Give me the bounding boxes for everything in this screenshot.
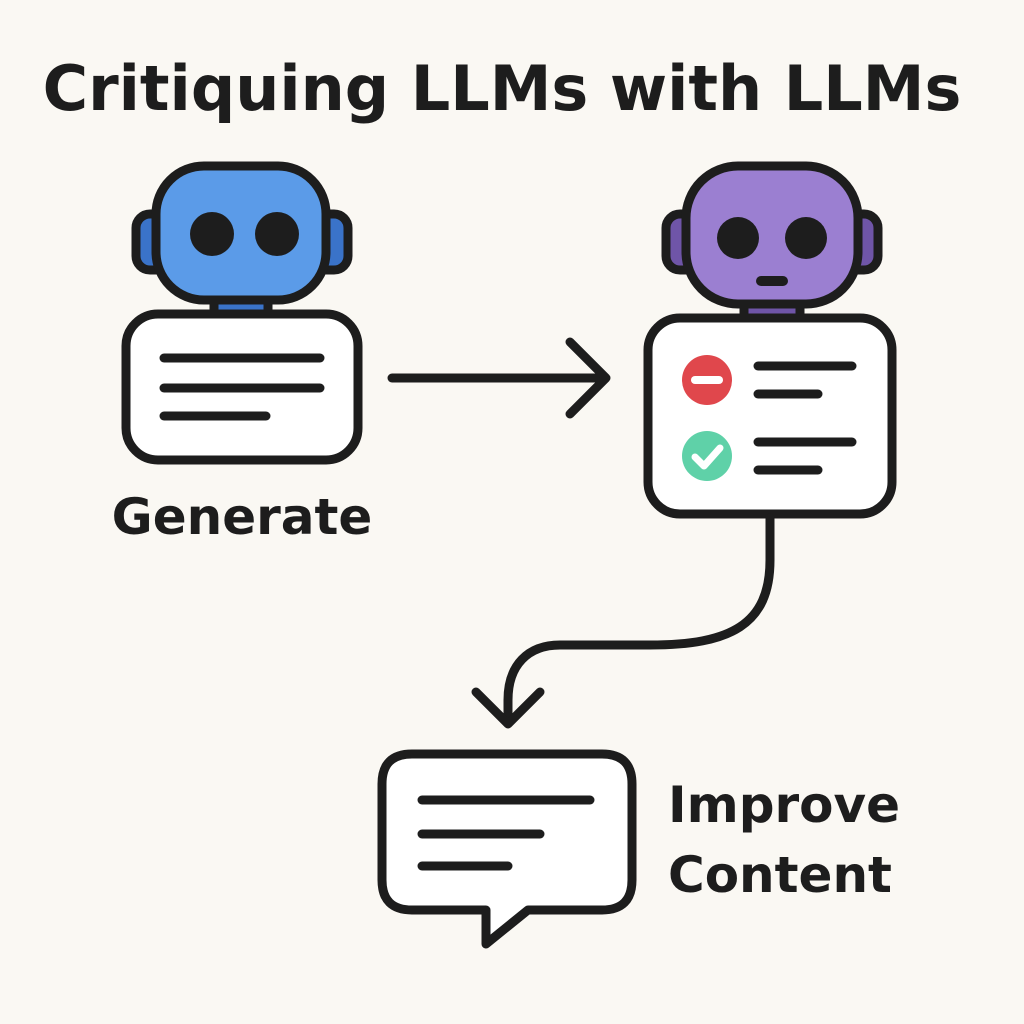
improved-output-bubble	[377, 749, 637, 949]
check-circle-icon	[682, 431, 732, 481]
critic-robot-mouth	[756, 276, 788, 286]
generator-robot-head	[151, 161, 331, 305]
improve-label-line1: Improve	[668, 776, 900, 834]
critic-robot-eye-right	[785, 217, 827, 259]
critique-checklist-icon	[643, 313, 897, 519]
critic-robot-eye-left	[717, 217, 759, 259]
speech-bubble-icon	[377, 749, 637, 949]
arrow-curved-shaft	[503, 513, 775, 727]
generator-robot-icon	[131, 161, 353, 321]
generator-robot-eye-left	[190, 212, 234, 256]
generator-robot-eye-right	[255, 212, 299, 256]
approve-mark-circle	[682, 431, 732, 481]
minus-circle-icon	[682, 355, 732, 405]
draft-document-icon	[121, 309, 363, 465]
diagram-title: Critiquing LLMs with LLMs	[43, 52, 962, 125]
critique-checklist-card	[643, 313, 897, 519]
critic-robot-head	[681, 161, 863, 309]
arrow-curved-head	[471, 687, 545, 729]
arrow-right-icon	[387, 337, 611, 419]
approve-mark-check	[691, 444, 724, 470]
improve-label-line2: Content	[668, 846, 892, 904]
arrow-right-head	[565, 337, 611, 419]
generate-label: Generate	[112, 488, 373, 546]
critic-robot-icon	[661, 161, 883, 323]
arrow-curved-down-icon	[471, 513, 775, 729]
